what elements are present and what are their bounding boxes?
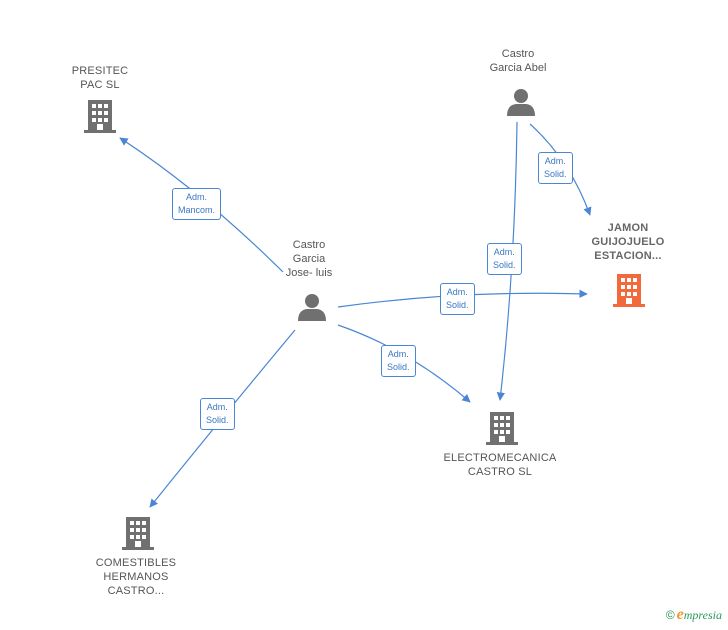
edge-label-line: Solid. — [206, 415, 229, 425]
node-label-line: CASTRO SL — [467, 466, 533, 478]
brand-name: mpresia — [683, 608, 722, 622]
edge-label-line: Mancom. — [178, 205, 216, 215]
empresia-logo[interactable]: ©empresia — [666, 606, 722, 624]
building-icon[interactable] — [613, 274, 645, 307]
edge-label-line: Solid. — [446, 300, 469, 310]
edge-label-line: Adm. — [387, 349, 409, 359]
edge-label-line: Adm. — [446, 287, 468, 297]
node-label-line: Jose- luis — [285, 267, 333, 279]
person-icon[interactable] — [298, 294, 326, 321]
node-label-line: Garcia Abel — [489, 62, 547, 74]
node-label-line: PRESITEC — [71, 65, 129, 77]
edge-label-line: Solid. — [387, 362, 410, 372]
node-label-line: Castro — [292, 239, 326, 251]
building-icon[interactable] — [122, 517, 154, 550]
node-label-presitec[interactable]: PRESITEC PAC SL — [30, 64, 170, 92]
node-label-line: ELECTROMECANICA — [443, 452, 557, 464]
node-label-line: ESTACION... — [594, 250, 662, 262]
node-label-line: Garcia — [292, 253, 326, 265]
node-label-line: CASTRO... — [107, 585, 165, 597]
node-label-jamon[interactable]: JAMON GUIJOJUELO ESTACION... — [558, 221, 698, 263]
person-icon[interactable] — [507, 89, 535, 116]
edge-label-line: Adm. — [493, 247, 515, 257]
edge-label-line: Adm. — [544, 156, 566, 166]
edge-label-jose-comestibles[interactable]: Adm. Solid. — [200, 398, 235, 430]
building-icon[interactable] — [84, 100, 116, 133]
node-label-castro-jose[interactable]: Castro Garcia Jose- luis — [239, 238, 379, 280]
node-label-line: PAC SL — [80, 79, 120, 91]
node-label-line: JAMON — [607, 222, 649, 234]
building-icon[interactable] — [486, 412, 518, 445]
edge-label-line: Adm. — [186, 192, 208, 202]
edge-label-line: Adm. — [206, 402, 228, 412]
edge-label-jose-jamon[interactable]: Adm. Solid. — [440, 283, 475, 315]
edge-label-jose-electromecanica[interactable]: Adm. Solid. — [381, 345, 416, 377]
edge-label-line: Solid. — [544, 169, 567, 179]
node-label-line: HERMANOS — [103, 571, 169, 583]
edge-label-abel-electromecanica[interactable]: Adm. Solid. — [487, 243, 522, 275]
edge-label-abel-jamon[interactable]: Adm. Solid. — [538, 152, 573, 184]
edge-label-jose-presitec[interactable]: Adm. Mancom. — [172, 188, 222, 220]
copyright-symbol: © — [665, 608, 675, 622]
node-label-line: GUIJOJUELO — [591, 236, 665, 248]
node-label-comestibles[interactable]: COMESTIBLES HERMANOS CASTRO... — [66, 556, 206, 598]
node-label-line: Castro — [501, 48, 535, 60]
node-label-line: COMESTIBLES — [95, 557, 177, 569]
node-label-castro-abel[interactable]: Castro Garcia Abel — [448, 47, 588, 75]
brand-initial: e — [676, 606, 684, 623]
node-label-electromecanica[interactable]: ELECTROMECANICA CASTRO SL — [430, 451, 570, 479]
edge-label-line: Solid. — [493, 260, 516, 270]
